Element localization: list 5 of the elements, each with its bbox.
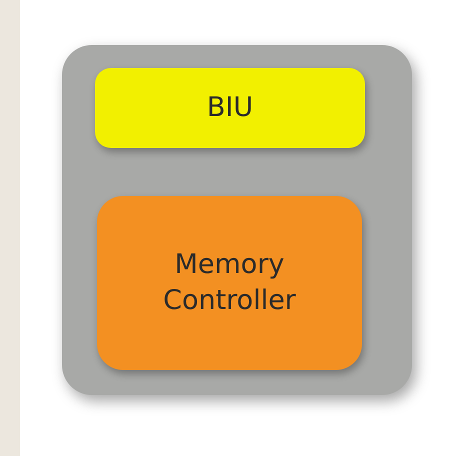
module-box [97, 196, 362, 370]
container-box [62, 45, 412, 395]
module-box [95, 68, 365, 148]
box-label: BIU [206, 90, 254, 125]
box-label: Memory Controller [162, 248, 297, 318]
